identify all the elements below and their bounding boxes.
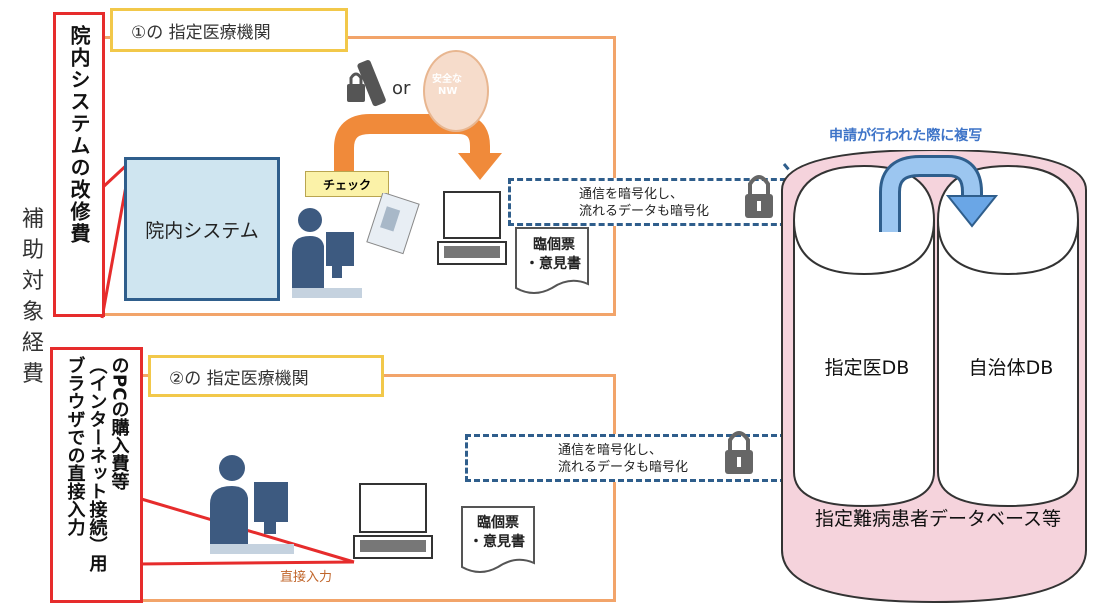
orange-arrow-icon	[334, 114, 502, 180]
hospital-system-box: 院内システム	[124, 157, 280, 301]
top-lock-icon	[745, 175, 773, 218]
top-comm-line1: 通信を暗号化し、	[579, 187, 684, 202]
bottom-comm-line2: 流れるデータも暗号化	[558, 460, 689, 475]
top-laptop-icon	[437, 191, 507, 265]
bottom-title: ②の 指定医療機関	[169, 368, 309, 389]
top-red-label: 院内システムの改修費	[67, 25, 91, 245]
database-cylinder	[781, 150, 1087, 604]
check-label: チェック	[322, 177, 371, 192]
top-title: ①の 指定医療機関	[131, 22, 271, 43]
top-document-icon	[515, 227, 589, 294]
bottom-lock-icon	[725, 431, 753, 474]
top-doc-line2: ・意見書	[525, 256, 581, 272]
right-db-label: 自治体DB	[968, 357, 1054, 379]
left-db-label: 指定医DB	[824, 357, 910, 379]
usb-lock-icon	[347, 60, 386, 107]
bottom-laptop-icon	[353, 483, 433, 559]
bottom-comm-line1: 通信を暗号化し、	[558, 443, 663, 458]
side-label-subsidy: 補助対象経費	[21, 207, 44, 387]
top-comm-line2: 流れるデータも暗号化	[579, 204, 710, 219]
bottom-person-icon	[210, 455, 294, 554]
secure-nw-line2: NW	[438, 86, 458, 97]
bottom-red-label-col3: のPCの購入費等	[108, 356, 130, 491]
secure-nw-line1: 安全な	[432, 74, 462, 85]
copy-caption: 申請が行われた際に複写	[829, 128, 983, 144]
hospital-system-label: 院内システム	[145, 219, 259, 242]
top-doc-line1: 臨個票	[533, 237, 575, 253]
check-label-box: チェック	[305, 171, 389, 197]
secure-network-bubble	[423, 50, 489, 132]
database-bottom-label: 指定難病患者データベース等	[814, 508, 1062, 530]
document-image-icon	[366, 193, 420, 255]
or-text: or	[392, 78, 411, 99]
bottom-red-label-col1: ブラウザでの直接入力	[64, 356, 86, 536]
bottom-title-box: ②の 指定医療機関	[148, 355, 384, 397]
top-title-box: ①の 指定医療機関	[110, 8, 348, 52]
bottom-red-label-box: ブラウザでの直接入力 （インターネット接続）用 のPCの購入費等	[50, 347, 143, 603]
copy-arrow-icon	[879, 155, 999, 232]
bottom-document-icon	[461, 506, 535, 573]
bottom-red-label-col2: （インターネット接続）用	[86, 356, 108, 572]
bottom-doc-line2: ・意見書	[469, 534, 525, 550]
direct-input-label: 直接入力	[280, 570, 333, 585]
top-red-label-box: 院内システムの改修費	[53, 12, 105, 317]
bottom-encryption-box: 通信を暗号化し、 流れるデータも暗号化	[465, 434, 795, 482]
bottom-doc-line1: 臨個票	[477, 515, 519, 531]
staff-person-icon	[292, 208, 362, 298]
